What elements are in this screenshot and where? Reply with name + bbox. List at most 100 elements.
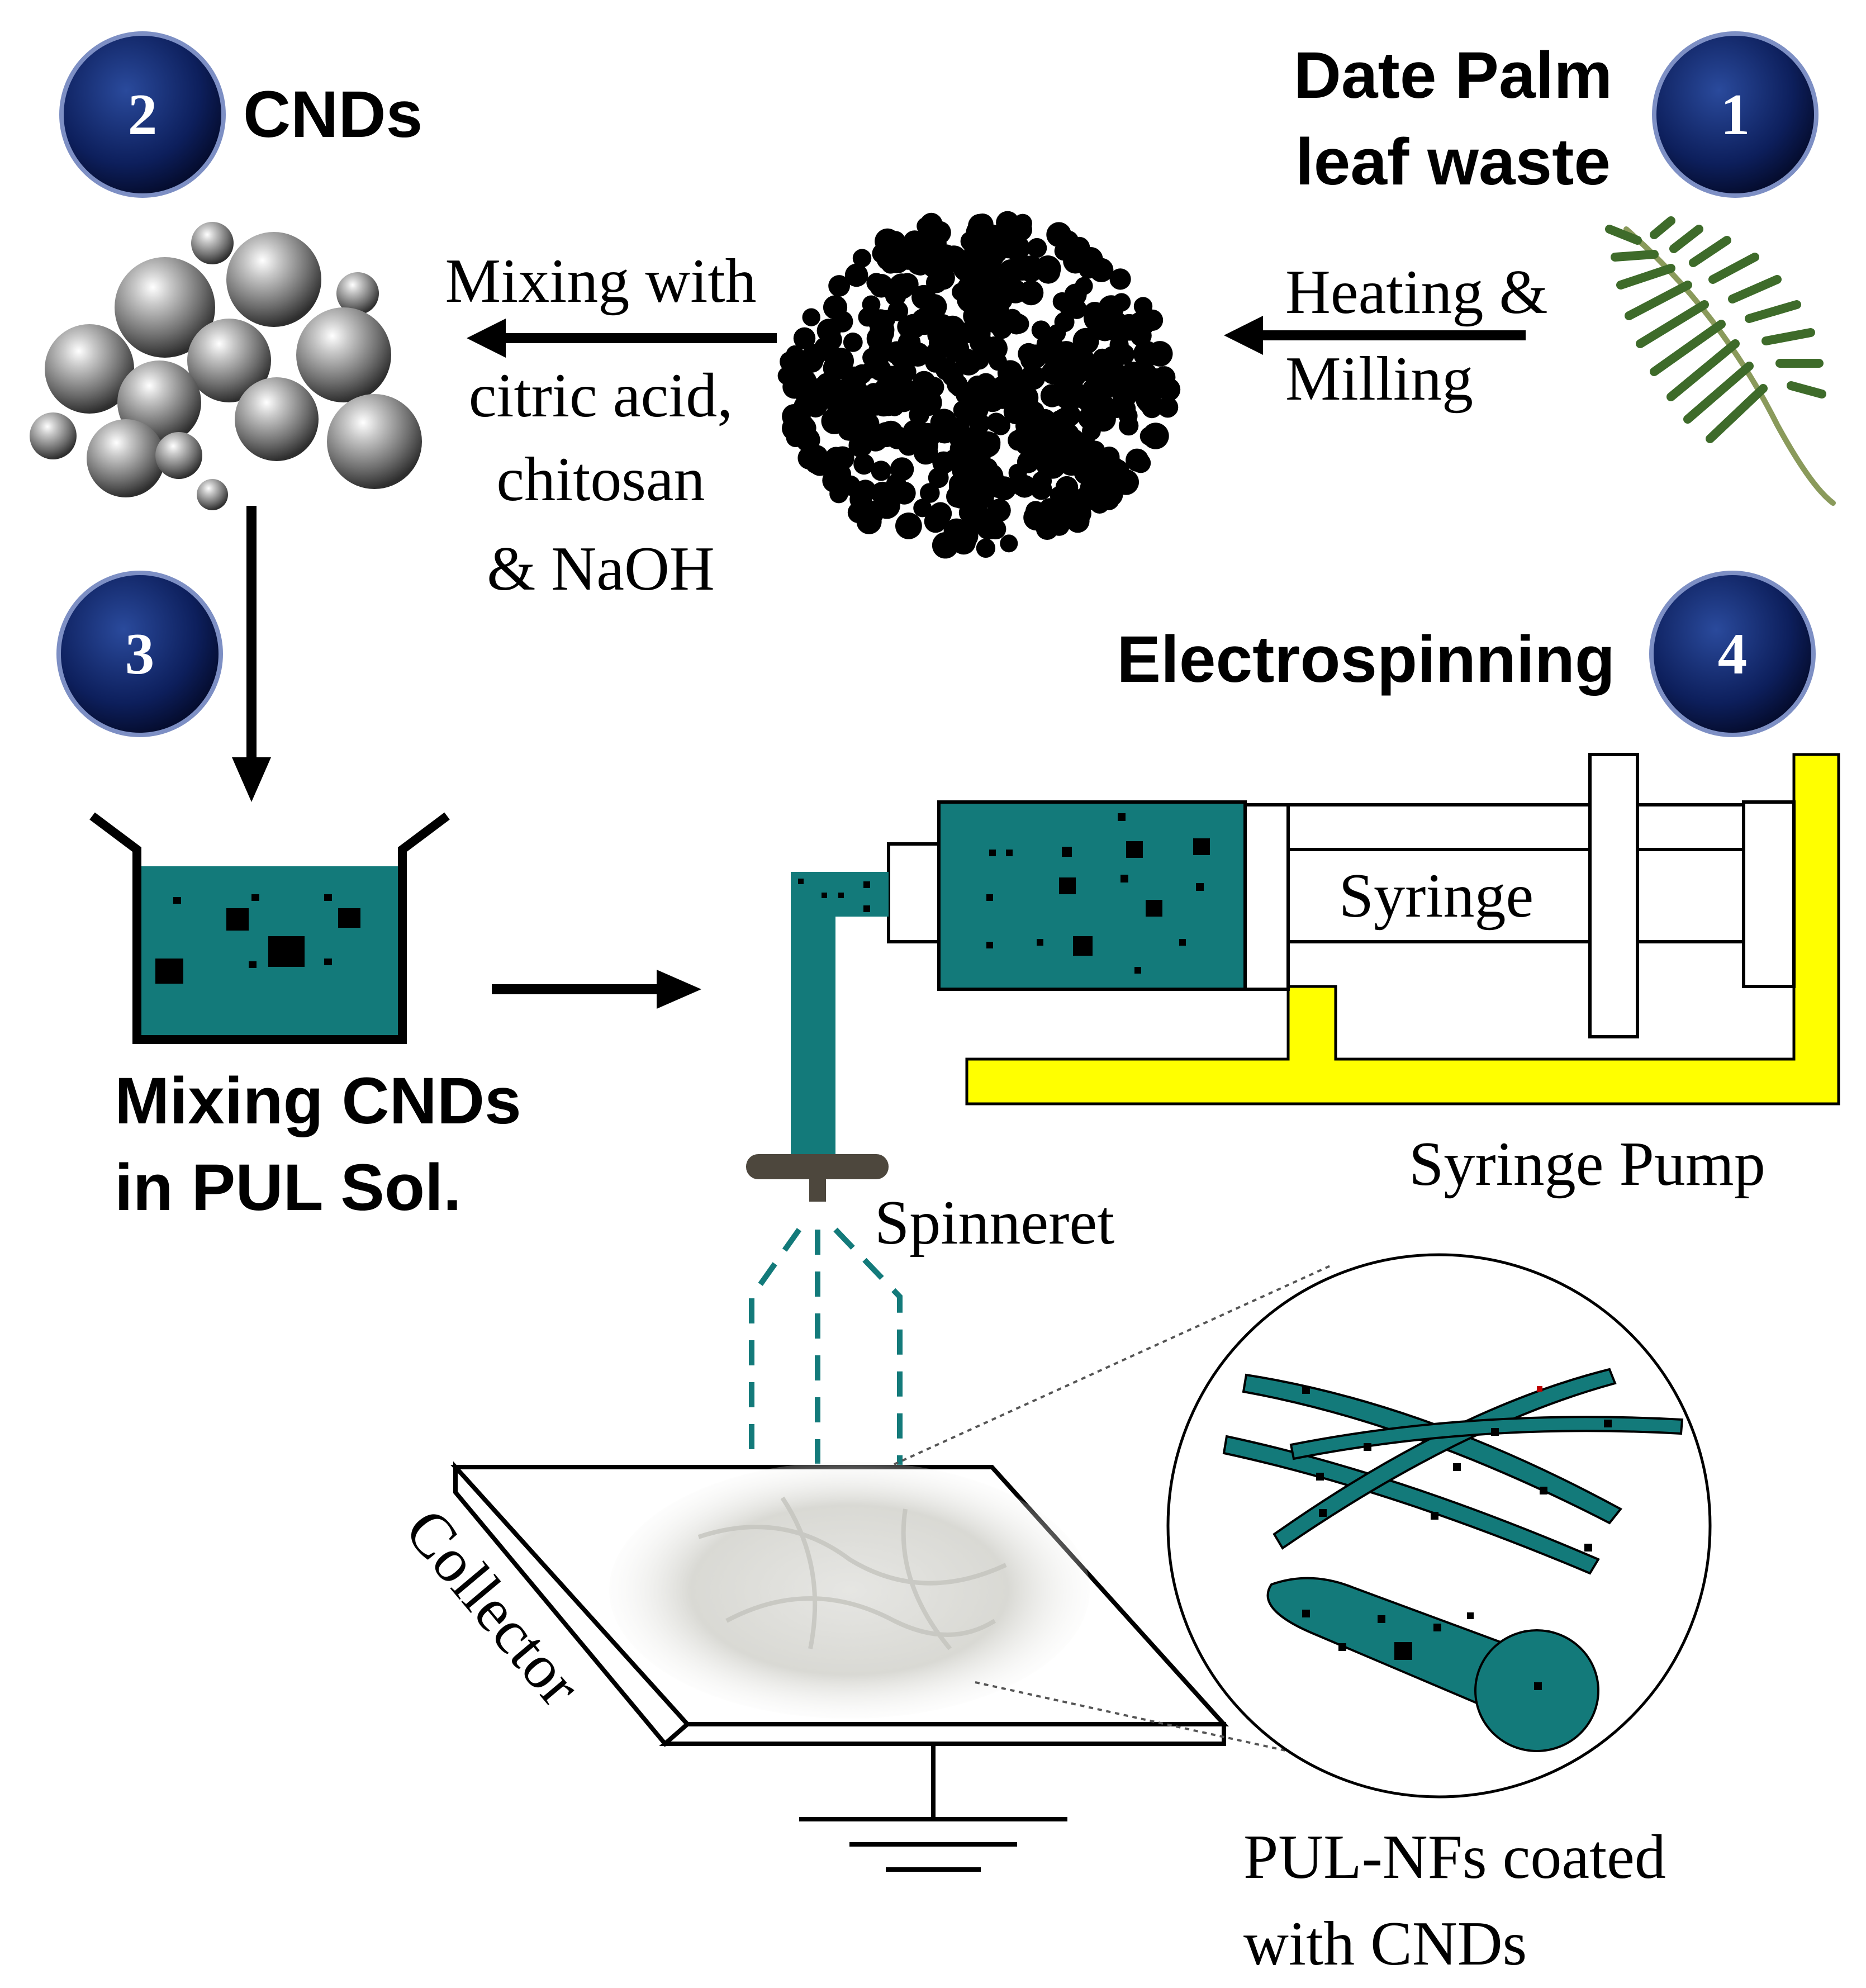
powder-particle (802, 308, 820, 326)
powder-particle (895, 513, 922, 539)
powder-particle (873, 338, 894, 357)
powder-particle (828, 275, 850, 297)
heating-label-line2: Milling (1285, 344, 1473, 414)
powder-particle (929, 502, 952, 525)
powder-particle (823, 298, 844, 319)
powder-particle (1141, 397, 1162, 419)
nanofibers-label-line1: PUL-NFs coated (1243, 1823, 1666, 1892)
powder-particle (1097, 488, 1120, 510)
powder-particle (1131, 453, 1151, 473)
powder-particle (822, 345, 841, 364)
powder-particle (885, 397, 904, 416)
syringe-label: Syringe (1339, 861, 1533, 931)
powder-particle (831, 464, 851, 485)
powder-particle (942, 365, 964, 387)
powder-particle (885, 285, 906, 306)
powder-particle (928, 221, 951, 244)
powder-particle (903, 230, 927, 254)
powder-particle (910, 379, 936, 405)
powder-particle (975, 341, 995, 362)
powder-particle (1109, 268, 1131, 290)
powder-particle (844, 263, 868, 287)
beaker-icon (89, 812, 450, 1044)
powder-particle (871, 461, 891, 481)
powder-particle (792, 368, 813, 388)
collector-plate (450, 1461, 1229, 1747)
step4-number: 4 (1718, 621, 1748, 686)
arrow-heating (1224, 316, 1526, 355)
powder-particle (1015, 430, 1040, 456)
powder-particle (1057, 374, 1080, 396)
powder-particle (967, 382, 987, 402)
powder-particle (1105, 312, 1130, 337)
mixing-label-line1: Mixing with (445, 246, 757, 316)
powder-particle (1027, 238, 1047, 258)
powder-particle (1081, 393, 1104, 416)
syringe-particles (986, 813, 1210, 974)
powder-particle (920, 483, 940, 503)
powder-particle (939, 315, 966, 341)
powder-particle (909, 405, 929, 425)
powder-particle (985, 471, 1005, 491)
powder-particle (987, 499, 1011, 523)
powder-particle (887, 301, 909, 321)
powder-particle (1069, 502, 1091, 525)
powder-particle (1009, 314, 1029, 334)
step1-number: 1 (1721, 82, 1750, 147)
powder-particle (913, 499, 932, 518)
spinneret-label: Spinneret (875, 1188, 1114, 1258)
arrow-mixing (467, 319, 777, 358)
powder-particle (1064, 283, 1087, 306)
powder-particle (1144, 347, 1162, 366)
powder-particle (886, 473, 906, 494)
powder-particle (1113, 469, 1139, 495)
powder-particle (854, 480, 876, 502)
powder-particle (1112, 293, 1131, 312)
powder-particle (821, 407, 848, 434)
powder-particle (913, 423, 941, 450)
step1-badge: 1 (1652, 31, 1818, 198)
powder-particle (920, 253, 944, 277)
syringe-pump (965, 753, 1840, 1106)
powder-particle (987, 240, 1006, 260)
spinneret (746, 1154, 889, 1202)
powder-particle (1048, 514, 1070, 536)
powder-particle (876, 245, 901, 271)
powder-particle (998, 259, 1024, 285)
powder-particle (956, 348, 979, 371)
powder-particle (1050, 486, 1069, 505)
powder-particle (1046, 222, 1072, 248)
powder-particle (976, 538, 996, 558)
powder-particle (948, 485, 973, 509)
powder-particle (847, 381, 869, 402)
powder-particle (1000, 534, 1018, 553)
palm-leaf-icon (1605, 216, 1836, 506)
step4-badge: 4 (1649, 571, 1816, 737)
powder-particle (952, 283, 970, 301)
powder-particle (1012, 477, 1031, 496)
powder-particle (1032, 471, 1052, 491)
powder-particle (1009, 397, 1036, 423)
powder-particle (843, 333, 863, 352)
powder-particle (898, 435, 919, 456)
arrow-right (492, 970, 701, 1009)
powder-particle (928, 467, 949, 488)
powder-particle (870, 317, 895, 343)
powder-particle (847, 501, 869, 523)
powder-particle (1089, 258, 1114, 282)
arrow-down (232, 506, 271, 802)
powder-particle (863, 426, 888, 452)
powder-particle (784, 407, 805, 429)
nanofiber-mat (609, 1462, 1090, 1719)
powder-particle (1020, 364, 1046, 390)
powder-particle (1052, 407, 1076, 432)
powder-particle (1126, 317, 1152, 342)
needle-tube (791, 872, 889, 1154)
powder-particle (798, 394, 820, 416)
step2-badge: 2 (59, 31, 226, 198)
powder-particle (980, 306, 1006, 333)
powder-particle (986, 412, 1006, 433)
powder-particle (1099, 447, 1120, 468)
syringe (887, 753, 1796, 1038)
